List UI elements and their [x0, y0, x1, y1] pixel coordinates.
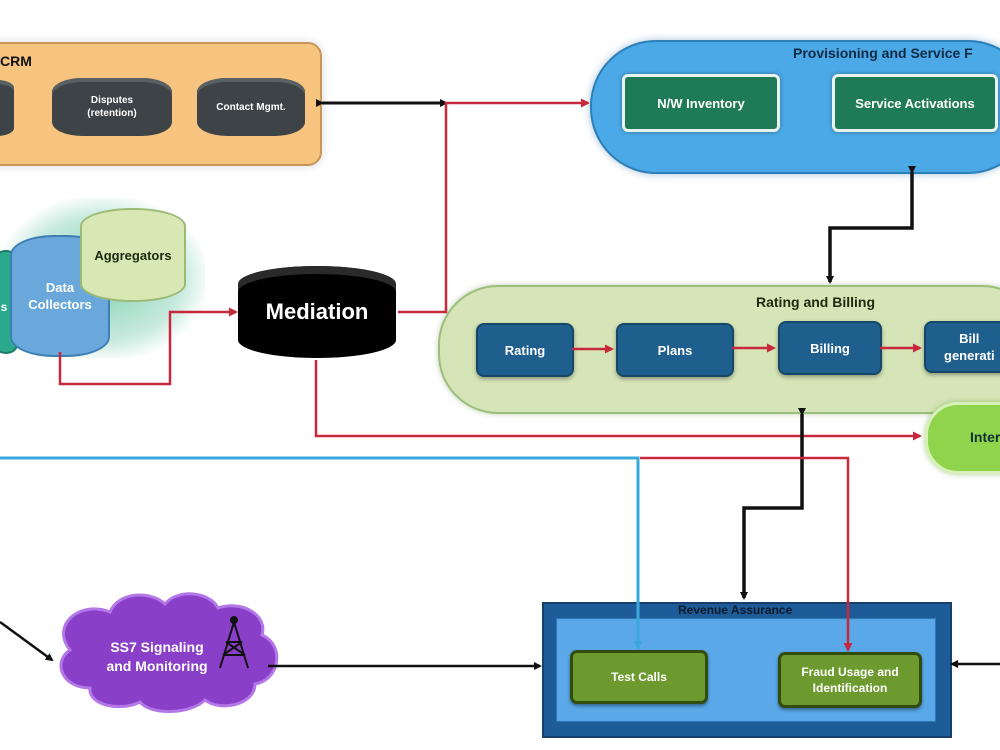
crm-disputes-label: Disputes (retention) [87, 95, 137, 119]
crm-contact-mgmt[interactable]: Contact Mgmt. [197, 78, 305, 136]
fraud-usage-label: Fraud Usage and Identification [801, 665, 899, 695]
ss7-cloud[interactable] [59, 592, 279, 713]
revenue-assurance-title: Revenue Assurance [678, 603, 793, 617]
mediation-cylinder[interactable]: Mediation [238, 266, 396, 358]
mediation-to-internet-arrow [314, 360, 922, 441]
internet-pill[interactable]: Inter [925, 402, 1000, 474]
cyan-to-test-calls-arrow [0, 456, 643, 650]
nw-inventory-box[interactable]: N/W Inventory [622, 74, 780, 132]
collectors-to-mediation-arrow [58, 307, 238, 386]
data-collectors-label: Data Collectors [28, 280, 92, 312]
plans-box[interactable]: Plans [616, 323, 734, 377]
internet-label: Inter [970, 429, 1000, 445]
red-to-fraud-arrow [640, 456, 853, 652]
mediation-to-provisioning-arrow [398, 98, 590, 314]
radio-tower-icon [219, 616, 249, 669]
billing-label: Billing [810, 340, 850, 356]
test-calls-label: Test Calls [611, 670, 667, 684]
provisioning-title: Provisioning and Service F [793, 45, 973, 61]
left-to-ss7-arrow [0, 620, 54, 662]
rating-box[interactable]: Rating [476, 323, 574, 377]
service-activations-box[interactable]: Service Activations [832, 74, 998, 132]
aggregators-label: Aggregators [94, 247, 172, 263]
crm-disputes[interactable]: Disputes (retention) [52, 78, 172, 136]
provisioning-billing-link [826, 166, 916, 284]
bill-generation-label: Bill generati [944, 331, 995, 363]
nw-inventory-label: N/W Inventory [657, 95, 745, 111]
rating-label: Rating [504, 342, 546, 358]
service-activations-label: Service Activations [855, 95, 975, 111]
test-calls-box[interactable]: Test Calls [570, 650, 708, 704]
billing-ra-link [740, 408, 806, 600]
fraud-usage-box[interactable]: Fraud Usage and Identification [778, 652, 922, 708]
plans-label: Plans [657, 342, 693, 358]
bill-generation-box[interactable]: Bill generati [924, 321, 1000, 373]
mediation-label: Mediation [265, 299, 369, 324]
billing-box[interactable]: Billing [778, 321, 882, 375]
partial-collector-label: s [0, 300, 8, 314]
crm-contact-mgmt-label: Contact Mgmt. [216, 101, 286, 113]
crm-title: CRM [0, 53, 32, 69]
rating-billing-title: Rating and Billing [756, 294, 875, 310]
ss7-label: SS7 Signaling and Monitoring [106, 639, 208, 674]
aggregators-cylinder[interactable]: Aggregators [80, 208, 186, 302]
crm-partial-cylinder [0, 80, 14, 136]
